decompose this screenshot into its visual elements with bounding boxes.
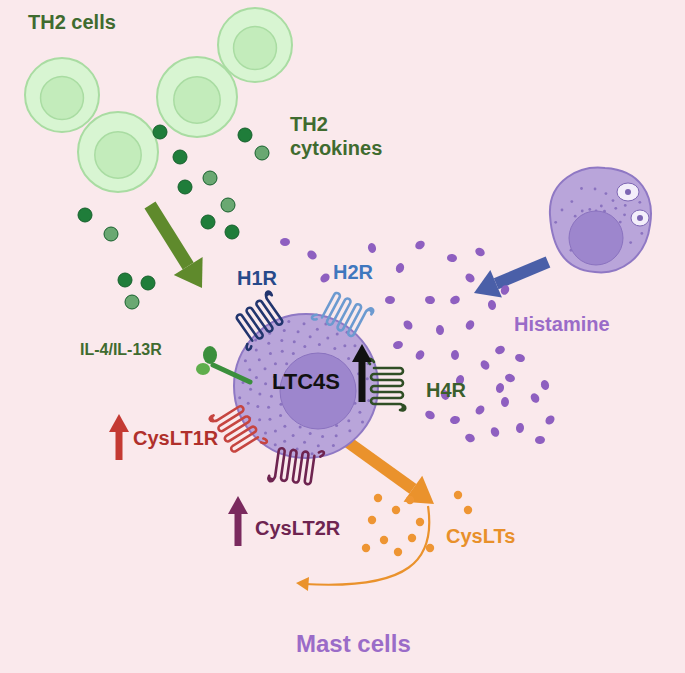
enzyme-label: LTC4S — [272, 369, 340, 395]
histamine-dot — [449, 415, 460, 425]
histamine-dot — [529, 392, 541, 405]
histamine-dot — [449, 294, 462, 306]
histamine-dot — [424, 409, 437, 421]
cytokine — [221, 198, 235, 212]
histamine-dot — [464, 432, 476, 443]
histamine-dot — [495, 382, 505, 394]
cell-label: TH2 cells — [28, 10, 116, 34]
histamine-dot — [280, 238, 290, 246]
cyslt2-receptor — [268, 444, 324, 488]
cytokine — [201, 215, 215, 229]
histamine-dot — [514, 353, 526, 363]
histamine-dot — [435, 325, 444, 336]
h2-receptor — [311, 286, 374, 343]
histamine-dot — [367, 242, 377, 254]
th2-cell — [78, 112, 158, 192]
cyslt1-up-arrow — [109, 414, 129, 460]
histamine-dot — [392, 340, 404, 351]
cytokine — [78, 208, 92, 222]
histamine-arrow — [474, 262, 548, 298]
histamine-dot — [464, 319, 476, 332]
histamine-dot — [424, 295, 435, 305]
th2-cell — [25, 58, 99, 132]
cytokine — [238, 128, 252, 142]
mediator-label: CysLTs — [446, 524, 515, 548]
cyslt-dot — [408, 534, 416, 542]
histamine-dot — [499, 284, 511, 296]
h4-receptor — [368, 359, 405, 410]
cyslt-dot — [380, 536, 388, 544]
cyslt-dot — [374, 494, 382, 502]
cytokine — [118, 273, 132, 287]
cyslt2-up-arrow — [228, 496, 248, 546]
h1-receptor — [227, 291, 290, 351]
cyslt-dot — [362, 544, 370, 552]
receptor-label: H2R — [333, 260, 373, 284]
receptor-label: IL-4/IL-13R — [80, 340, 162, 359]
histamine-dot — [494, 344, 506, 355]
cyslt-dot — [406, 496, 414, 504]
cytokine — [203, 171, 217, 185]
th2-cell — [218, 8, 292, 82]
cytokine — [153, 125, 167, 139]
histamine-dot — [489, 426, 501, 439]
cytokine — [141, 276, 155, 290]
histamine-dot — [540, 379, 551, 391]
histamine-dot — [501, 397, 510, 408]
cyslt-dot — [368, 516, 376, 524]
title-label: Mast cells — [296, 630, 411, 659]
histamine-dot — [394, 262, 405, 274]
histamine-dot — [306, 249, 319, 261]
cyslt-dot — [392, 506, 400, 514]
histamine-dot — [319, 272, 332, 285]
histamine-dot — [474, 246, 487, 258]
receptor-label: H4R — [426, 378, 466, 402]
granulocyte — [550, 168, 651, 273]
cytokine-label: TH2 cytokines — [290, 112, 400, 160]
cyslt-dot — [464, 506, 472, 514]
cytokine — [255, 146, 269, 160]
receptor-label: CysLT1R — [133, 426, 218, 450]
cytokine — [225, 225, 239, 239]
cytokine — [125, 295, 139, 309]
receptor-label: H1R — [237, 266, 277, 290]
histamine-dot — [544, 414, 557, 427]
ltc4s-up-arrow — [352, 344, 372, 402]
cytokine — [104, 227, 118, 241]
mediator-label: Histamine — [514, 312, 610, 336]
histamine-dot — [515, 422, 524, 433]
autocrine-head — [296, 577, 309, 591]
cytokine-arrow — [150, 205, 203, 288]
receptor-label: CysLT2R — [255, 516, 340, 540]
histamine-dot — [414, 349, 426, 362]
histamine-dot — [487, 299, 497, 310]
histamine-dot — [535, 435, 546, 444]
histamine-dot — [414, 239, 427, 251]
cytokine — [178, 180, 192, 194]
histamine-dot — [479, 359, 491, 372]
cyslt-dot — [394, 548, 402, 556]
histamine-dot — [385, 296, 395, 304]
cyslt-dot — [416, 518, 424, 526]
cyslt-release-arrow — [345, 440, 434, 504]
il4-il13-receptor — [196, 346, 250, 382]
cyslt-dot — [426, 544, 434, 552]
th2-cell — [157, 57, 237, 137]
histamine-dot — [447, 254, 458, 263]
cytokine — [173, 150, 187, 164]
histamine-dot — [504, 373, 516, 384]
histamine-dot — [402, 319, 415, 332]
histamine-dot — [451, 350, 459, 360]
histamine-dot — [464, 272, 477, 285]
histamine-dot — [474, 404, 487, 417]
cyslt-dot — [454, 491, 462, 499]
